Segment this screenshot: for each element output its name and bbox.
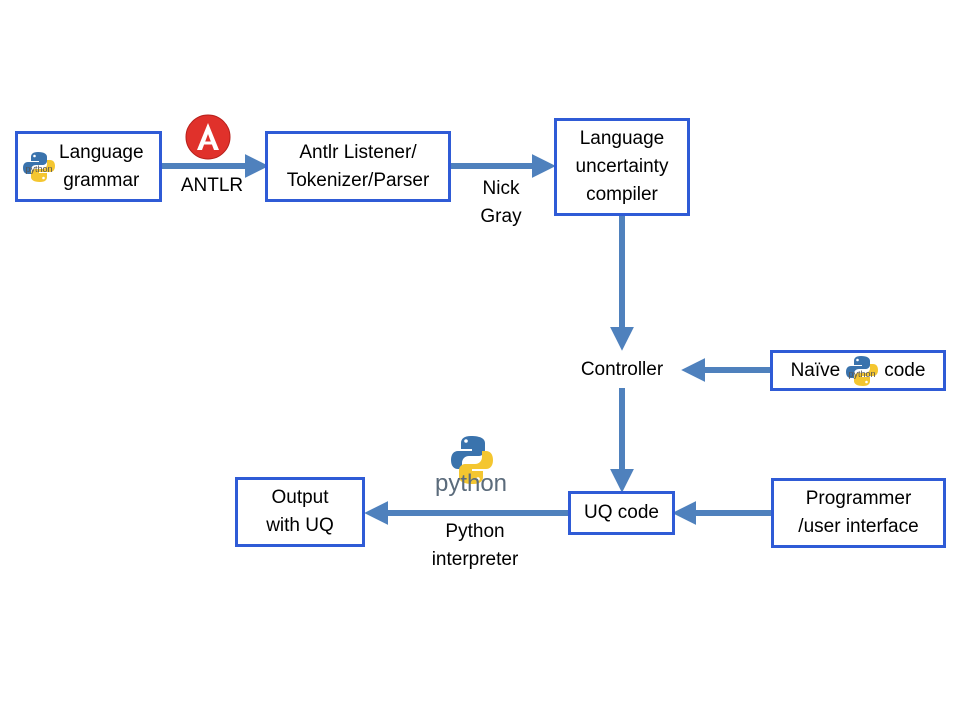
language-grammar-box: python Language grammar: [15, 131, 162, 202]
naive-code-box: Naïve python code: [770, 350, 946, 391]
antlr-parser-box: Antlr Listener/ Tokenizer/Parser: [265, 131, 451, 202]
uq-code-box: UQ code: [568, 491, 675, 535]
nick-gray-line1: Nick: [482, 178, 520, 199]
antlr-label: ANTLR: [180, 175, 244, 196]
naive-right-text: code: [884, 359, 926, 381]
language-grammar-line1: Language: [59, 141, 144, 163]
python-interpreter-line1: Python: [445, 521, 505, 542]
python-interpreter-line2: interpreter: [431, 549, 519, 570]
antlr-parser-line1: Antlr Listener/: [299, 141, 417, 163]
programmer-line2: /user interface: [798, 516, 919, 537]
antlr-parser-line2: Tokenizer/Parser: [286, 169, 430, 191]
nick-gray-label: Nick Gray: [466, 175, 536, 231]
controller-label: Controller: [580, 359, 664, 380]
antlr-logo-icon: [185, 114, 231, 160]
programmer-ui-box: Programmer /user interface: [771, 478, 946, 548]
svg-text:python: python: [849, 369, 876, 379]
python-wordmark: python: [435, 470, 507, 497]
programmer-line1: Programmer: [805, 488, 912, 509]
naive-left-text: Naïve: [790, 359, 841, 381]
output-box: Output with UQ: [235, 477, 365, 547]
compiler-line1: Language: [579, 128, 665, 149]
uncertainty-compiler-box: Language uncertainty compiler: [554, 118, 690, 216]
svg-text:python: python: [25, 164, 52, 174]
compiler-line3: compiler: [586, 184, 658, 205]
output-line2: with UQ: [266, 515, 334, 536]
python-interpreter-label: Python interpreter: [410, 518, 540, 574]
python-logo-icon: python: [435, 436, 507, 497]
nick-gray-line2: Gray: [480, 206, 522, 227]
output-line1: Output: [271, 487, 329, 508]
python-icon: python: [23, 151, 55, 182]
uq-code-text: UQ code: [584, 502, 659, 523]
language-grammar-line2: grammar: [63, 169, 140, 191]
python-icon-naive: python: [846, 355, 879, 386]
compiler-line2: uncertainty: [575, 156, 669, 177]
